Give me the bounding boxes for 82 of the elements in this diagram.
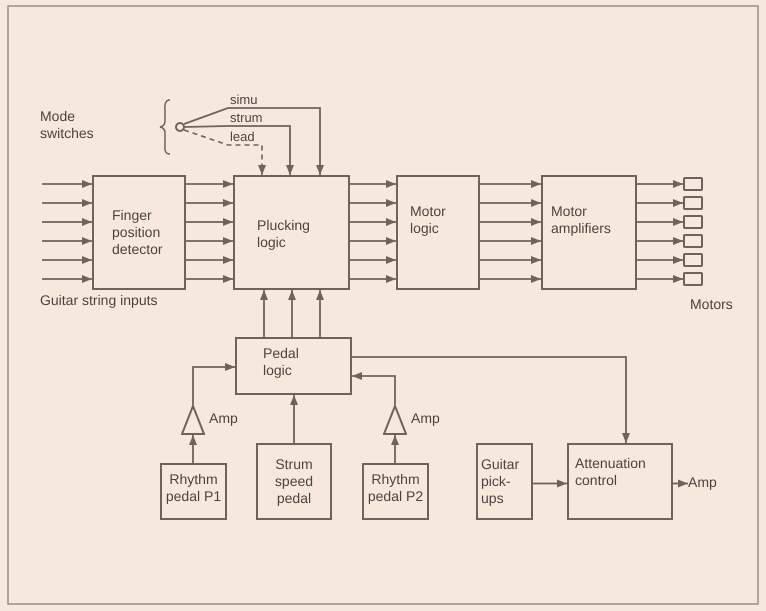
motors-label: Motors: [690, 296, 734, 313]
connector-arrow: [186, 237, 233, 245]
block-label: Motor logic: [410, 203, 447, 237]
connector-arrow: [350, 218, 396, 226]
connector-arrow: [184, 107, 324, 175]
connector-arrow: [290, 395, 298, 443]
block-label: Guitar pick-ups: [481, 456, 520, 507]
block-box: [541, 175, 637, 290]
amplifier-triangle: [383, 405, 407, 435]
connector-arrow: [637, 199, 683, 207]
connector-arrow: [288, 290, 296, 337]
block-box: [256, 443, 332, 520]
connector-arrow: [42, 237, 92, 245]
block-label: Attenuation control: [575, 455, 647, 489]
input-label: Guitar string inputs: [40, 292, 158, 309]
connector-arrow: [186, 256, 233, 264]
motor-box: [683, 253, 703, 267]
block-label: Rhythm pedal P2: [366, 471, 424, 505]
block-box: [567, 443, 673, 520]
edge-label: strum: [229, 111, 264, 124]
connector-arrow: [480, 256, 541, 264]
block-box: [235, 337, 352, 395]
block-box: [92, 175, 186, 290]
motor-box: [683, 215, 703, 229]
connector-arrow: [480, 180, 541, 188]
connector-arrow: [350, 180, 396, 188]
connector-arrow: [260, 290, 268, 337]
connector-arrow: [192, 363, 235, 405]
connector-arrow: [637, 237, 683, 245]
connector-arrow: [480, 237, 541, 245]
motor-box: [683, 234, 703, 248]
block-label: Pedal logic: [263, 345, 300, 379]
block-box: [362, 463, 429, 520]
connector-arrow: [350, 275, 396, 283]
mode-label: Mode switches: [40, 108, 95, 142]
block-label: Motor amplifiers: [551, 203, 612, 237]
connector-arrow: [186, 180, 233, 188]
connector-arrow: [637, 180, 683, 188]
connector-arrow: [186, 199, 233, 207]
connector-arrow: [186, 275, 233, 283]
edge-label: simu: [229, 93, 258, 106]
connector-arrow: [391, 435, 399, 463]
connector-arrow: [533, 480, 567, 488]
connector-arrow: [637, 275, 683, 283]
block-label: Finger position detector: [112, 207, 164, 258]
connector-arrow: [480, 218, 541, 226]
block-box: [476, 443, 533, 520]
connector-arrow: [42, 180, 92, 188]
connector-arrow: [350, 199, 396, 207]
connector-arrow: [42, 218, 92, 226]
connector-arrow: [186, 218, 233, 226]
connector-arrow: [189, 435, 197, 463]
connector-arrow: [480, 275, 541, 283]
motor-box: [683, 177, 703, 191]
connector-arrow: [42, 275, 92, 283]
connector-arrow: [673, 480, 688, 488]
amplifier-triangle: [181, 405, 205, 435]
connector-arrow: [480, 199, 541, 207]
block-label: Plucking logic: [257, 217, 311, 251]
amp-label: Amp: [209, 410, 238, 427]
block-label: Strum speed pedal: [274, 456, 314, 507]
switch-pivot: [175, 122, 185, 132]
connector-arrow: [316, 290, 324, 337]
connector-arrow: [637, 256, 683, 264]
connector-arrow: [350, 256, 396, 264]
connector-arrow: [352, 372, 396, 405]
connector-arrow: [42, 199, 92, 207]
motor-box: [683, 196, 703, 210]
block-box: [233, 175, 350, 290]
connector-arrow: [637, 218, 683, 226]
connector-arrow: [184, 125, 294, 175]
connector-arrow: [42, 256, 92, 264]
connector-arrow: [352, 356, 630, 443]
motor-box: [683, 272, 703, 286]
block-box: [396, 175, 480, 290]
edge-label: lead: [229, 130, 256, 143]
block-box: [160, 463, 227, 520]
connector-arrow: [184, 129, 266, 175]
output-label: Amp: [688, 473, 724, 491]
amp-label: Amp: [411, 410, 440, 427]
block-label: Rhythm pedal P1: [164, 471, 222, 505]
connector-arrow: [350, 237, 396, 245]
